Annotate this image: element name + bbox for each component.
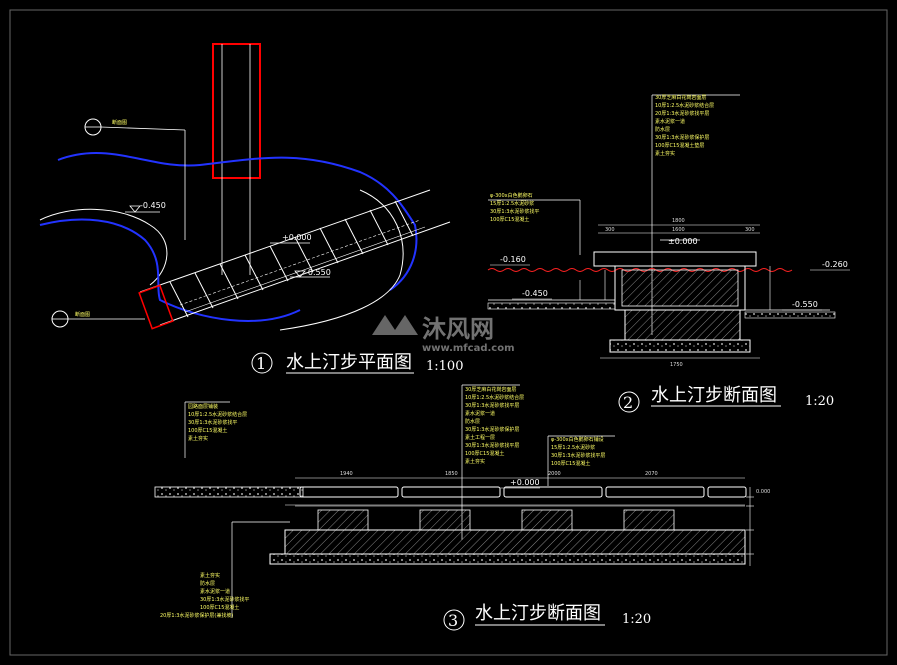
svg-text:30厚1:3水泥砂浆保护层: 30厚1:3水泥砂浆保护层 <box>465 426 519 433</box>
section-2-title: 2 水上汀步断面图 1:20 <box>618 385 834 413</box>
svg-text:沐风网: 沐风网 <box>422 315 494 343</box>
svg-text:30厚1:3水泥砂浆找平: 30厚1:3水泥砂浆找平 <box>200 596 249 603</box>
svg-text:断面图: 断面图 <box>112 119 127 126</box>
svg-text:素土夯实: 素土夯实 <box>188 435 208 442</box>
svg-text:1:20: 1:20 <box>805 394 834 409</box>
svg-text:30厚芝麻白花岗岩面层: 30厚芝麻白花岗岩面层 <box>655 94 706 101</box>
svg-text:防水层: 防水层 <box>655 126 670 133</box>
svg-text:100厚C15混凝土: 100厚C15混凝土 <box>200 604 239 611</box>
svg-text:±0.000: ±0.000 <box>668 237 698 246</box>
plan-level-bottom: -0.550 <box>290 268 331 278</box>
svg-text:30厚1:3水泥砂浆找平: 30厚1:3水泥砂浆找平 <box>490 208 539 215</box>
svg-text:园路面层铺装: 园路面层铺装 <box>188 403 218 410</box>
svg-text:10厚1:2.5水泥砂浆结合层: 10厚1:2.5水泥砂浆结合层 <box>465 394 524 401</box>
svg-text:-0.450: -0.450 <box>522 289 548 298</box>
svg-text:1: 1 <box>256 354 266 373</box>
svg-text:30厚1:3水泥砂浆保护层: 30厚1:3水泥砂浆保护层 <box>655 134 709 141</box>
svg-text:2070: 2070 <box>645 471 658 477</box>
svg-text:+0.000: +0.000 <box>282 233 312 242</box>
svg-text:断面图: 断面图 <box>75 311 90 318</box>
svg-text:2: 2 <box>623 393 633 412</box>
svg-text:www.mfcad.com: www.mfcad.com <box>422 343 515 354</box>
plan-level-left: -0.450 <box>125 201 166 213</box>
svg-text:3: 3 <box>448 611 458 630</box>
svg-text:100厚C15混凝土: 100厚C15混凝土 <box>551 460 590 467</box>
section-3-title: 3 水上汀步断面图 1:20 <box>443 603 651 631</box>
svg-text:素土工程一层: 素土工程一层 <box>465 434 495 441</box>
section-2: 30厚芝麻白花岗岩面层 10厚1:2.5水泥砂浆结合层 20厚1:3水泥砂浆找平… <box>487 94 850 368</box>
svg-text:水上汀步断面图: 水上汀步断面图 <box>651 385 777 406</box>
svg-text:20厚1:3水泥砂浆找平层: 20厚1:3水泥砂浆找平层 <box>655 110 709 117</box>
svg-text:素土夯实: 素土夯实 <box>655 150 675 157</box>
sheet-border <box>9 9 888 656</box>
section-marker <box>138 284 174 330</box>
plan-level-mid: +0.000 <box>270 233 312 244</box>
svg-text:-0.450: -0.450 <box>140 201 166 210</box>
svg-text:1600: 1600 <box>672 227 685 233</box>
stepping-stones <box>139 189 451 326</box>
svg-text:30厚1:3水泥砂浆找平层: 30厚1:3水泥砂浆找平层 <box>465 402 519 409</box>
svg-text:1:100: 1:100 <box>426 359 463 374</box>
svg-text:10厚1:2.5水泥砂浆结合层: 10厚1:2.5水泥砂浆结合层 <box>188 411 247 418</box>
svg-text:素土夯实: 素土夯实 <box>465 458 485 465</box>
svg-text:-0.550: -0.550 <box>305 268 331 277</box>
watermark: 沐风网 www.mfcad.com <box>372 315 515 354</box>
svg-text:300: 300 <box>605 227 615 233</box>
svg-text:φ-300x白色鹅卵石铺设: φ-300x白色鹅卵石铺设 <box>551 436 604 443</box>
water-edge-upper <box>57 152 418 291</box>
svg-text:30厚1:3水泥砂浆找平层: 30厚1:3水泥砂浆找平层 <box>465 442 519 449</box>
svg-text:30厚芝麻白花岗岩面层: 30厚芝麻白花岗岩面层 <box>465 386 516 393</box>
svg-text:1:20: 1:20 <box>622 612 651 627</box>
watermark-logo-icon <box>372 315 418 335</box>
svg-text:10厚1:2.5水泥砂浆结合层: 10厚1:2.5水泥砂浆结合层 <box>655 102 714 109</box>
svg-text:素土夯实: 素土夯实 <box>200 572 220 579</box>
svg-text:1940: 1940 <box>340 471 353 477</box>
svg-text:100厚C15混凝土: 100厚C15混凝土 <box>490 216 529 223</box>
svg-text:素水泥浆一道: 素水泥浆一道 <box>200 588 230 595</box>
svg-text:防水层: 防水层 <box>465 418 480 425</box>
svg-text:300: 300 <box>745 227 755 233</box>
svg-text:-0.550: -0.550 <box>792 300 818 309</box>
svg-text:-0.260: -0.260 <box>822 260 848 269</box>
svg-text:水上汀步平面图: 水上汀步平面图 <box>286 352 412 373</box>
section-3: 园路面层铺装 10厚1:2.5水泥砂浆结合层 30厚1:3水泥砂浆找平 100厚… <box>154 384 770 619</box>
svg-text:30厚1:3水泥砂浆找平层: 30厚1:3水泥砂浆找平层 <box>551 452 605 459</box>
svg-text:素水泥浆一道: 素水泥浆一道 <box>655 118 685 125</box>
svg-text:20厚1:3水泥砂浆保护层(兼找坡): 20厚1:3水泥砂浆保护层(兼找坡) <box>160 612 233 619</box>
svg-text:100厚C15混凝土: 100厚C15混凝土 <box>188 427 227 434</box>
plan-view: 断面图 断面图 -0.450 +0.000 -0.550 <box>39 43 451 331</box>
svg-text:φ-300x白色鹅卵石: φ-300x白色鹅卵石 <box>490 192 533 199</box>
water-edge-mid <box>39 208 168 286</box>
red-path <box>212 43 261 179</box>
svg-text:1800: 1800 <box>672 218 685 224</box>
svg-text:-0.160: -0.160 <box>500 255 526 264</box>
plan-title: 1 水上汀步平面图 1:100 <box>251 352 463 374</box>
svg-text:2000: 2000 <box>548 471 561 477</box>
svg-text:100厚C15混凝土: 100厚C15混凝土 <box>465 450 504 457</box>
svg-text:素水泥浆一道: 素水泥浆一道 <box>465 410 495 417</box>
svg-text:1850: 1850 <box>445 471 458 477</box>
svg-text:30厚1:3水泥砂浆找平: 30厚1:3水泥砂浆找平 <box>188 419 237 426</box>
svg-text:100厚C15混凝土垫层: 100厚C15混凝土垫层 <box>655 142 704 149</box>
svg-text:0.000: 0.000 <box>756 489 770 495</box>
water-edge-lower <box>39 218 301 322</box>
svg-text:15厚1:2.5水泥砂浆: 15厚1:2.5水泥砂浆 <box>490 200 534 207</box>
svg-text:15厚1:2.5水泥砂浆: 15厚1:2.5水泥砂浆 <box>551 444 595 451</box>
svg-text:防水层: 防水层 <box>200 580 215 587</box>
svg-text:水上汀步断面图: 水上汀步断面图 <box>475 603 601 624</box>
svg-text:1750: 1750 <box>670 362 683 368</box>
svg-text:+0.000: +0.000 <box>510 478 540 487</box>
